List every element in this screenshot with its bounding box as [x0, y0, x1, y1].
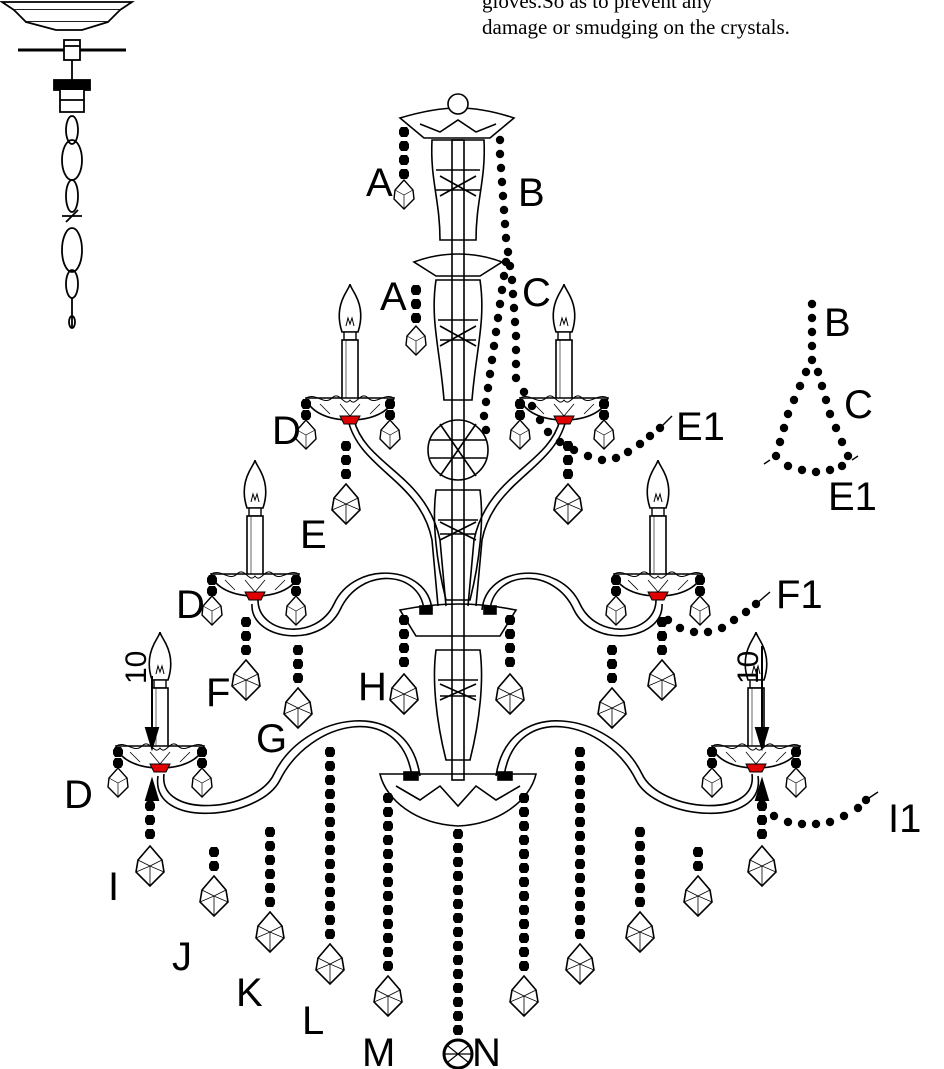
bead-swag-BC: [479, 135, 673, 465]
label-D-upper: D: [272, 409, 301, 453]
label-ten-right: 10: [732, 651, 765, 684]
ten-arrows: [144, 646, 770, 801]
central-column: [378, 93, 538, 827]
label-A-mid: A: [380, 275, 407, 319]
label-N: N: [472, 1031, 501, 1069]
note-line-1: gloves.So as to prevent any: [482, 0, 713, 13]
label-F1: F1: [776, 573, 823, 617]
label-L: L: [302, 999, 324, 1043]
handling-note: gloves.So as to prevent any damage or sm…: [470, 0, 910, 40]
label-C-detail: C: [844, 383, 873, 427]
label-E: E: [300, 513, 327, 557]
bead-swag-I1: [757, 791, 879, 829]
label-A-top: A: [366, 161, 393, 205]
part-labels: A B A C D E1 E D F1 F G H D I1 I J K L M…: [64, 161, 921, 1069]
label-C-main: C: [522, 271, 551, 315]
label-H: H: [358, 665, 387, 709]
label-I: I: [108, 865, 119, 909]
label-J: J: [172, 935, 192, 979]
label-B-detail: B: [824, 301, 851, 345]
label-F: F: [206, 671, 230, 715]
label-M: M: [362, 1031, 395, 1069]
label-E1-detail: E1: [828, 475, 877, 519]
ceiling-canopy-and-chain: [0, 1, 135, 329]
arms: [157, 419, 759, 815]
bead-swag-F1: [663, 591, 771, 637]
label-D-lower: D: [64, 773, 93, 817]
swag-detail: [763, 299, 859, 477]
strands-I-to-N: [135, 747, 777, 1069]
label-D-middle: D: [176, 583, 205, 627]
label-K: K: [236, 971, 263, 1015]
label-G: G: [256, 717, 287, 761]
label-ten-left: 10: [120, 651, 153, 684]
note-line-2: damage or smudging on the crystals.: [482, 15, 790, 39]
label-I1: I1: [888, 797, 921, 841]
label-E1-main: E1: [676, 405, 725, 449]
label-B-main: B: [518, 171, 545, 215]
strand-A: [393, 127, 427, 356]
